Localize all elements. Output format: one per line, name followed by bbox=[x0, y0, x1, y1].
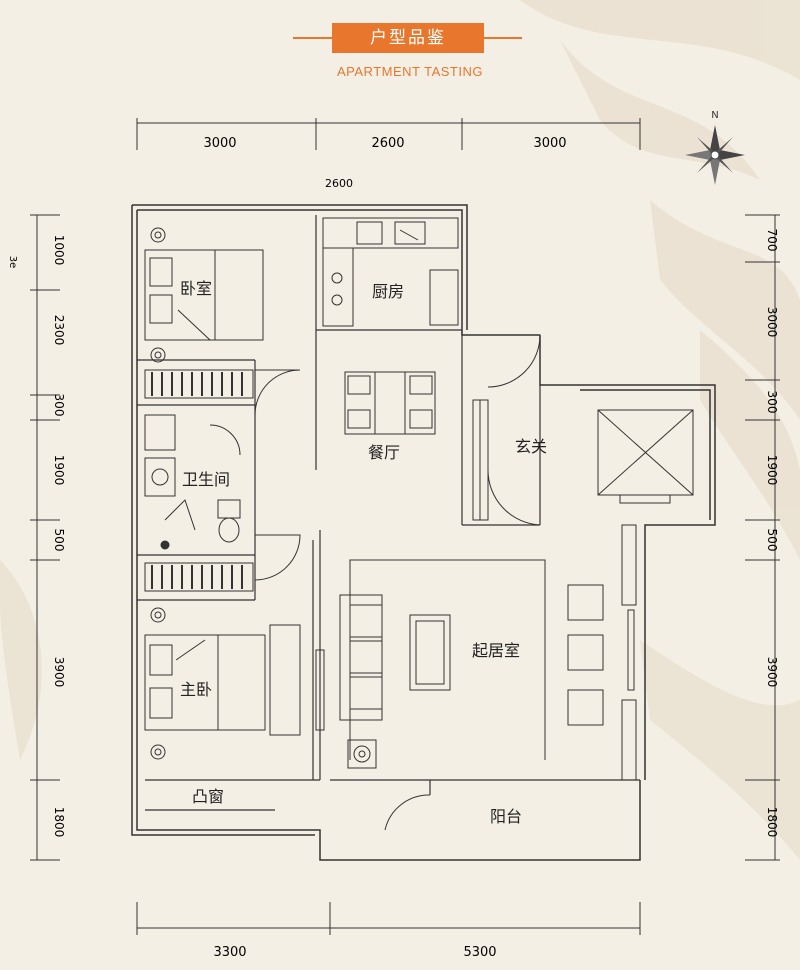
header: 户型品鉴 APARTMENT TASTING bbox=[0, 0, 800, 100]
closet-master bbox=[144, 562, 254, 592]
dim-right-3: 300 bbox=[765, 391, 779, 414]
room-label-bay-window: 凸窗 bbox=[192, 787, 224, 806]
room-label-balcony: 阳台 bbox=[490, 807, 522, 826]
living-rug-outline bbox=[349, 559, 546, 760]
dim-left-4: 1900 bbox=[52, 455, 66, 486]
title-line-left bbox=[293, 37, 333, 39]
dim-left-3: 300 bbox=[52, 394, 66, 417]
interior-walls bbox=[137, 215, 640, 811]
elevator-shaft bbox=[597, 409, 694, 504]
kitchen-counter bbox=[322, 217, 459, 327]
dim-left-2: 2300 bbox=[52, 315, 66, 346]
dim-left-6: 3900 bbox=[52, 657, 66, 688]
right-dimension-line bbox=[745, 214, 780, 861]
dim-top-2: 2600 bbox=[371, 136, 404, 151]
room-label-dining: 餐厅 bbox=[368, 443, 400, 462]
top-dimension-line bbox=[136, 118, 641, 150]
dim-right-4: 1900 bbox=[765, 455, 779, 486]
room-label-kitchen: 厨房 bbox=[372, 282, 404, 301]
compass-rose-icon: N bbox=[685, 110, 745, 185]
room-label-bedroom: 卧室 bbox=[180, 279, 212, 298]
room-label-bathroom: 卫生间 bbox=[182, 470, 230, 489]
closet-bedroom bbox=[144, 369, 254, 399]
plant-pot bbox=[347, 739, 377, 769]
exterior-walls bbox=[131, 204, 716, 861]
living-chairs bbox=[567, 584, 604, 726]
room-label-living: 起居室 bbox=[472, 641, 520, 660]
living-sofa bbox=[339, 594, 383, 721]
dim-right-1: 700 bbox=[765, 229, 779, 252]
room-label-foyer: 玄关 bbox=[515, 437, 547, 456]
dim-left-7: 1800 bbox=[52, 807, 66, 838]
bedroom-bed bbox=[144, 249, 264, 341]
dim-top-3: 3000 bbox=[533, 136, 566, 151]
door-swings bbox=[209, 334, 541, 831]
coffee-table bbox=[409, 614, 451, 691]
compass-north-label: N bbox=[711, 110, 718, 121]
dim-left-5: 500 bbox=[52, 529, 66, 552]
windows bbox=[315, 399, 637, 781]
dining-table bbox=[344, 371, 436, 435]
dim-right-6: 3900 bbox=[765, 657, 779, 688]
dim-bottom-2: 5300 bbox=[463, 945, 496, 960]
dim-bottom-1: 3300 bbox=[213, 945, 246, 960]
master-bed bbox=[144, 607, 301, 760]
left-dimension-line bbox=[30, 214, 60, 861]
dim-top-secondary: 2600 bbox=[325, 177, 353, 190]
bottom-dimension-line bbox=[136, 902, 641, 935]
page-title: 户型品鉴 bbox=[332, 23, 484, 53]
title-line-right bbox=[484, 37, 522, 39]
room-label-master: 主卧 bbox=[180, 680, 212, 699]
dim-right-2: 3000 bbox=[765, 307, 779, 338]
page-subtitle: APARTMENT TASTING bbox=[337, 64, 483, 79]
dim-right-7: 1800 bbox=[765, 807, 779, 838]
dim-left-fragment: 3e bbox=[7, 256, 18, 269]
bathroom-fixtures bbox=[144, 414, 241, 550]
nightstand-lamp bbox=[150, 227, 166, 363]
dim-left-1: 1000 bbox=[52, 235, 66, 266]
dim-right-5: 500 bbox=[765, 529, 779, 552]
dim-top-1: 3000 bbox=[203, 136, 236, 151]
